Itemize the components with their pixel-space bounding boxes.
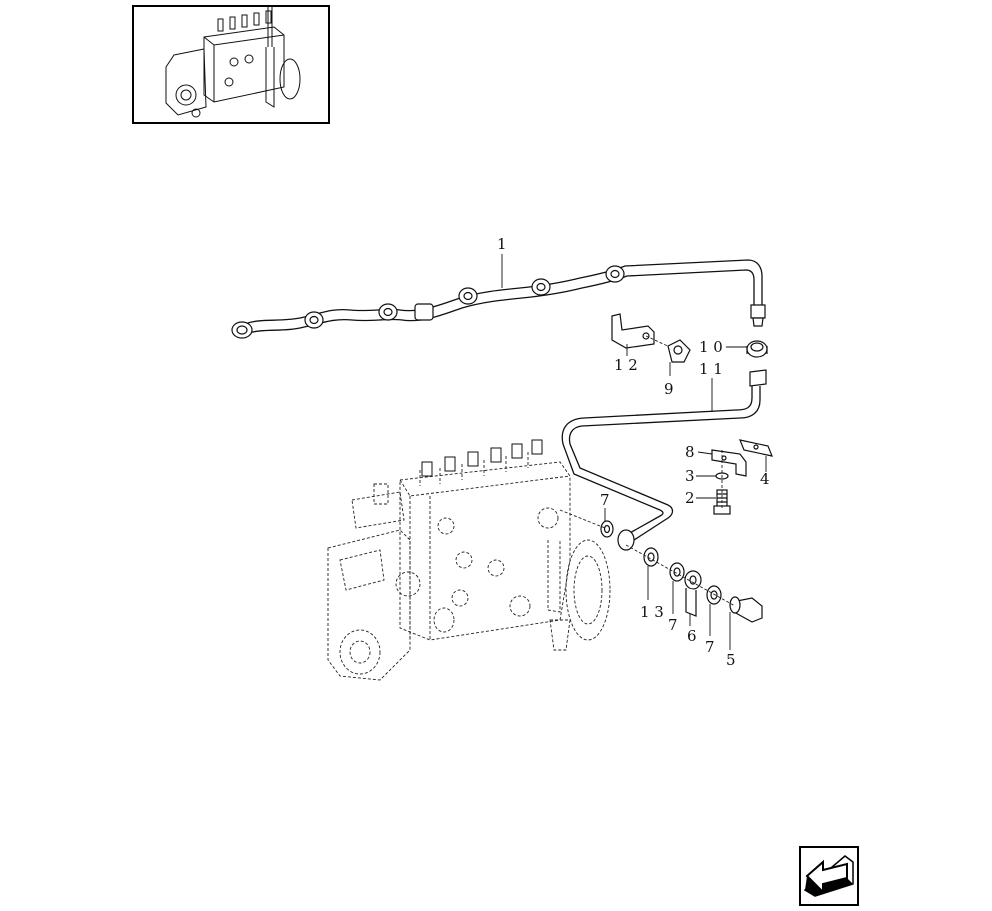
sealing-washer (600, 520, 614, 538)
thumbnail-frame (132, 5, 330, 124)
delivery-valve-holders (421, 439, 543, 477)
callout-4: 4 (760, 470, 770, 488)
clamp-plate (739, 439, 773, 457)
leak-off-pipe (231, 259, 766, 339)
callout-10: 1 0 (699, 338, 723, 356)
callout-6: 6 (687, 627, 697, 645)
callout-8: 8 (685, 443, 695, 461)
banjo-fitting (684, 570, 702, 617)
fuel-injection-pump-thumbnail-icon (165, 7, 301, 118)
delivery-pipe (561, 369, 767, 551)
callout-12: 1 2 (614, 356, 638, 374)
callout-7: 7 (705, 638, 715, 656)
pipe-clamp (667, 339, 691, 363)
sealing-washer (706, 585, 722, 605)
sealing-washer (669, 562, 685, 582)
bracket (611, 313, 655, 349)
callout-13: 1 3 (640, 603, 664, 621)
callout-5: 5 (726, 651, 736, 669)
injection-pump-body (327, 452, 611, 681)
callout-11: 1 1 (699, 360, 723, 378)
leader-line (697, 451, 713, 455)
bracket-plate (711, 449, 747, 477)
callout-3: 3 (685, 467, 695, 485)
callout-7: 7 (600, 491, 610, 509)
banjo-bolt (729, 596, 763, 623)
callout-1: 1 (497, 235, 507, 253)
callout-2: 2 (685, 489, 695, 507)
callout-9: 9 (664, 380, 674, 398)
arrow-back-icon (803, 855, 854, 897)
leader-line (625, 544, 736, 607)
leader-line (559, 509, 606, 529)
sealing-washer (643, 547, 659, 567)
callout-7: 7 (668, 616, 678, 634)
fitting-nut (746, 340, 768, 358)
back-navigation-button[interactable] (799, 846, 859, 906)
